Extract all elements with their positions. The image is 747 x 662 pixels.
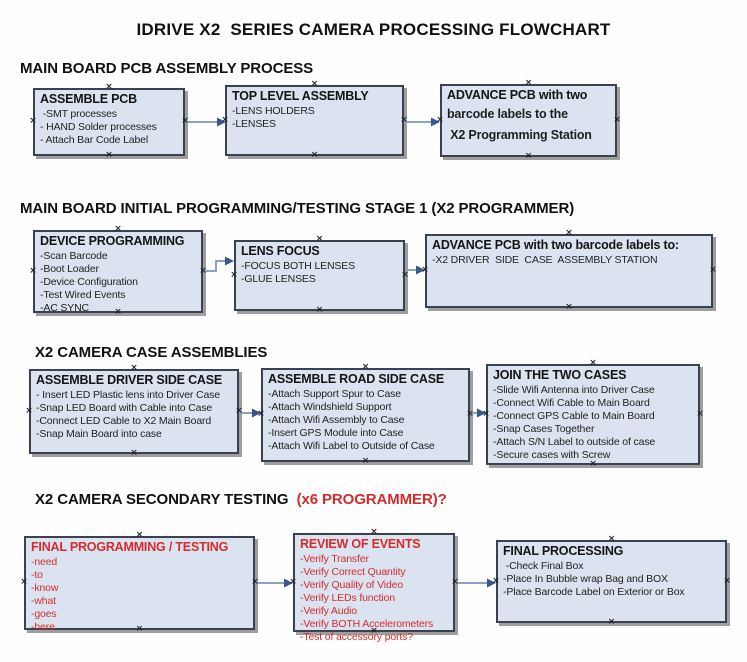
flow-box-final-processing[interactable]: FINAL PROCESSING -Check Final Box-Place … bbox=[496, 540, 727, 623]
box-body: -Attach Support Spur to Case-Attach Wind… bbox=[268, 388, 463, 453]
box-line: -Snap Cases Together bbox=[493, 423, 595, 435]
flow-box-final-programming-testing[interactable]: FINAL PROGRAMMING / TESTING -need-to-kno… bbox=[24, 536, 255, 633]
box-line: -Connect LED Cable to X2 Main Board bbox=[36, 415, 212, 427]
flow-box-review-of-events[interactable]: REVIEW OF EVENTS -Verify Transfer-Verify… bbox=[293, 533, 455, 643]
box-line: -know bbox=[31, 582, 59, 594]
box-line: -Device Configuration bbox=[40, 276, 138, 288]
section-heading-black-part: X2 CAMERA SECONDARY TESTING bbox=[35, 491, 297, 508]
flow-box-lens-focus[interactable]: LENS FOCUS -FOCUS BOTH LENSES-GLUE LENSE… bbox=[234, 240, 405, 311]
box-line: -Attach Support Spur to Case bbox=[268, 388, 401, 400]
box-body: -FOCUS BOTH LENSES-GLUE LENSES bbox=[241, 260, 398, 286]
connector-arrowhead-icon bbox=[225, 256, 234, 266]
box-title: ASSEMBLE PCB bbox=[40, 92, 137, 106]
section-heading-secondary-testing: X2 CAMERA SECONDARY TESTING (x6 PROGRAMM… bbox=[35, 491, 447, 508]
box-line: -Connect GPS Cable to Main Board bbox=[493, 410, 655, 422]
box-title: REVIEW OF EVENTS bbox=[300, 537, 421, 551]
box-title: ASSEMBLE ROAD SIDE CASE bbox=[268, 372, 444, 386]
box-line: -Verify Quality of Video bbox=[300, 579, 404, 591]
box-title: ADVANCE PCB with two bbox=[447, 88, 588, 102]
flow-box-assemble-road-side-case[interactable]: ASSEMBLE ROAD SIDE CASE -Attach Support … bbox=[261, 368, 470, 462]
flow-box-top-level-assembly[interactable]: TOP LEVEL ASSEMBLY -LENS HOLDERS-LENSES bbox=[225, 85, 404, 156]
flow-box-advance-pcb-case-assembly-station[interactable]: ADVANCE PCB with two barcode labels to: … bbox=[425, 234, 713, 308]
box-line: -Snap LED Board with Cable into Case bbox=[36, 402, 213, 414]
box-line: -need bbox=[31, 556, 58, 568]
section-heading-case-assemblies: X2 CAMERA CASE ASSEMBLIES bbox=[35, 344, 268, 361]
box-body: -Verify Transfer-Verify Correct Quantity… bbox=[300, 553, 448, 644]
box-line: - Attach Bar Code Label bbox=[40, 134, 149, 146]
box-line: -SMT processes bbox=[40, 108, 117, 120]
box-line: -Test Wired Events bbox=[40, 289, 126, 301]
box-body: barcode labels to the X2 Programming Sta… bbox=[447, 104, 610, 146]
box-line: -goes bbox=[31, 608, 57, 620]
box-line: barcode labels to the bbox=[447, 107, 568, 121]
flow-box-join-the-two-cases[interactable]: JOIN THE TWO CASES -Slide Wifi Antenna i… bbox=[486, 364, 700, 465]
box-title: ADVANCE PCB with two barcode labels to: bbox=[432, 238, 679, 252]
flow-box-assemble-driver-side-case[interactable]: ASSEMBLE DRIVER SIDE CASE - Insert LED P… bbox=[29, 369, 239, 454]
box-line: -here bbox=[31, 621, 55, 633]
box-line: -Verify Correct Quantity bbox=[300, 566, 406, 578]
box-line: -Test of accessory ports? bbox=[300, 631, 413, 643]
box-line: -Attach Wifi Assembly to Case bbox=[268, 414, 405, 426]
box-line: -Verify BOTH Accelerometers bbox=[300, 618, 434, 630]
box-line: -GLUE LENSES bbox=[241, 273, 316, 285]
box-line: -Place Barcode Label on Exterior or Box bbox=[503, 586, 685, 598]
box-title: DEVICE PROGRAMMING bbox=[40, 234, 185, 248]
box-title: LENS FOCUS bbox=[241, 244, 320, 258]
connector-arrowhead-icon bbox=[431, 117, 440, 127]
box-line: -LENSES bbox=[232, 118, 276, 130]
connector-arrowhead-icon bbox=[252, 408, 261, 418]
box-line: -to bbox=[31, 569, 43, 581]
box-line: -Attach Wifi Label to Outside of Case bbox=[268, 440, 435, 452]
flow-box-advance-pcb-programming-station[interactable]: ADVANCE PCB with two barcode labels to t… bbox=[440, 84, 617, 157]
box-line: -Snap Main Board into case bbox=[36, 428, 162, 440]
connector-line bbox=[205, 260, 226, 272]
connector-arrowhead-icon bbox=[416, 265, 425, 275]
box-line: -LENS HOLDERS bbox=[232, 105, 315, 117]
box-line: -Insert GPS Module into Case bbox=[268, 427, 404, 439]
box-body: - Insert LED Plastic lens into Driver Ca… bbox=[36, 389, 232, 441]
box-line: -Scan Barcode bbox=[40, 250, 108, 262]
flow-box-assemble-pcb[interactable]: ASSEMBLE PCB -SMT processes- HAND Solder… bbox=[33, 88, 185, 156]
box-line: -Verify LEDs function bbox=[300, 592, 395, 604]
box-body: -LENS HOLDERS-LENSES bbox=[232, 105, 397, 131]
box-line: - Insert LED Plastic lens into Driver Ca… bbox=[36, 389, 220, 401]
section-heading-pcb-assembly: MAIN BOARD PCB ASSEMBLY PROCESS bbox=[20, 60, 314, 77]
box-line: -Check Final Box bbox=[503, 560, 584, 572]
flow-box-device-programming[interactable]: DEVICE PROGRAMMING -Scan Barcode-Boot Lo… bbox=[33, 230, 203, 315]
box-line: -AC SYNC bbox=[40, 302, 89, 314]
box-line: -Attach Windshield Support bbox=[268, 401, 392, 413]
box-line: - HAND Solder processes bbox=[40, 121, 157, 133]
box-line: -Verify Transfer bbox=[300, 553, 369, 565]
box-body: -Slide Wifi Antenna into Driver Case-Con… bbox=[493, 384, 693, 462]
box-line: -Place In Bubble wrap Bag and BOX bbox=[503, 573, 668, 585]
box-line: -Connect Wifi Cable to Main Board bbox=[493, 397, 650, 409]
box-line: -Secure cases with Screw bbox=[493, 449, 611, 461]
connector-arrowhead-icon bbox=[284, 578, 293, 588]
box-title: FINAL PROGRAMMING / TESTING bbox=[31, 540, 229, 554]
box-body: -need-to-know-what-goes-here bbox=[31, 556, 248, 634]
box-line: -Verify Audio bbox=[300, 605, 357, 617]
section-heading-red-part: (x6 PROGRAMMER)? bbox=[296, 491, 447, 508]
box-line: X2 Programming Station bbox=[447, 128, 592, 142]
box-line: -Attach S/N Label to outside of case bbox=[493, 436, 656, 448]
box-title: ASSEMBLE DRIVER SIDE CASE bbox=[36, 373, 223, 387]
connector-arrowhead-icon bbox=[477, 408, 486, 418]
page-title: IDRIVE X2 SERIES CAMERA PROCESSING FLOWC… bbox=[136, 20, 611, 39]
box-body: -X2 DRIVER SIDE CASE ASSEMBLY STATION bbox=[432, 254, 706, 267]
box-title: JOIN THE TWO CASES bbox=[493, 368, 627, 382]
box-line: -X2 DRIVER SIDE CASE ASSEMBLY STATION bbox=[432, 254, 658, 266]
box-line: -what bbox=[31, 595, 56, 607]
box-title: FINAL PROCESSING bbox=[503, 544, 624, 558]
box-body: -Scan Barcode-Boot Loader-Device Configu… bbox=[40, 250, 196, 315]
section-heading-initial-programming: MAIN BOARD INITIAL PROGRAMMING/TESTING S… bbox=[20, 200, 575, 217]
box-line: -FOCUS BOTH LENSES bbox=[241, 260, 355, 272]
box-line: -Boot Loader bbox=[40, 263, 99, 275]
box-body: -SMT processes- HAND Solder processes- A… bbox=[40, 108, 178, 147]
box-title: TOP LEVEL ASSEMBLY bbox=[232, 89, 369, 103]
box-body: -Check Final Box-Place In Bubble wrap Ba… bbox=[503, 560, 720, 599]
connector-arrowhead-icon bbox=[487, 578, 496, 588]
box-line: -Slide Wifi Antenna into Driver Case bbox=[493, 384, 655, 396]
